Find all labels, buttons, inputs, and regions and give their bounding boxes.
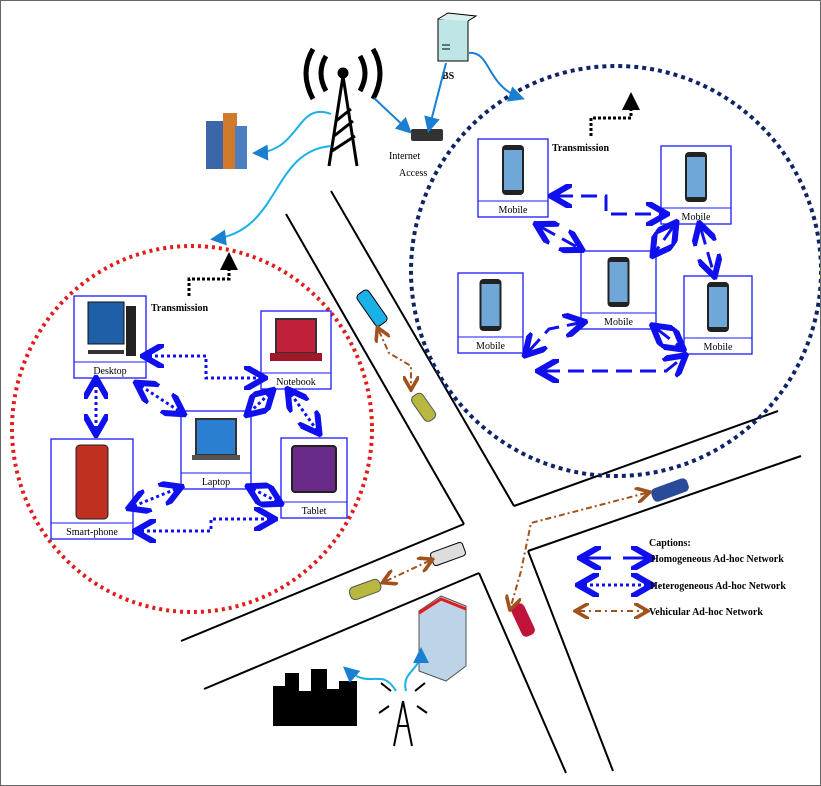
captions-legend: Captions: Homogeneous Ad-hoc Network Het…: [579, 538, 786, 618]
device-node: Mobile: [683, 275, 753, 355]
device-label: Laptop: [202, 477, 230, 488]
legend-vehicular: Vehicular Ad-hoc Network: [649, 607, 763, 618]
vehicular-links: [379, 331, 646, 606]
transmission-label-right: Transmission: [552, 143, 609, 154]
device-label: Mobile: [604, 317, 633, 328]
device-label: Mobile: [682, 212, 711, 223]
bus-icon: [356, 289, 388, 327]
transmission-arrow-left: [187, 252, 238, 296]
device-node: Mobile: [580, 250, 657, 330]
vehicles: [348, 289, 689, 637]
device-node: Mobile: [457, 272, 524, 354]
legend-heterogeneous: Heterogeneous Ad-hoc Network: [650, 581, 786, 592]
tablet-icon: [291, 445, 337, 493]
server-icon: [437, 12, 478, 62]
building-icon: [206, 113, 247, 169]
device-node: Smart-phone: [50, 438, 134, 540]
legend-homogeneous: Homogeneous Ad-hoc Network: [651, 554, 784, 565]
device-node: Desktop: [73, 295, 147, 379]
car-icon: [511, 603, 535, 637]
car-icon: [348, 578, 382, 601]
device-node: Mobile: [477, 138, 549, 218]
bs-label: BS: [442, 71, 455, 82]
homogeneous-links: [529, 196, 713, 371]
router-icon: [411, 129, 443, 141]
desktop-icon: [87, 301, 125, 345]
office-tower-icon: [418, 595, 467, 682]
device-label: Mobile: [499, 205, 528, 216]
tower-links: [342, 647, 429, 692]
backbone-links: [210, 51, 525, 246]
captions-title: Captions:: [649, 538, 691, 549]
device-label: Tablet: [302, 506, 327, 517]
device-label: Desktop: [93, 366, 126, 377]
transmission-arrow-right: [589, 92, 640, 136]
internet-access-label-line1: Internet: [389, 151, 420, 162]
heterogeneous-links: [96, 356, 316, 531]
small-tower-icon: [378, 682, 428, 747]
car-icon: [651, 478, 689, 502]
car-icon: [411, 392, 437, 422]
device-label: Mobile: [476, 341, 505, 352]
device-node: Mobile: [660, 145, 732, 225]
city-skyline-icon: [273, 669, 357, 726]
laptop-icon: [195, 418, 237, 456]
smartphone-icon: [75, 444, 109, 520]
heterogeneous-network-boundary: [10, 244, 374, 614]
device-node: Tablet: [280, 437, 348, 519]
notebook-icon: [275, 318, 317, 354]
device-label: Smart-phone: [66, 527, 118, 538]
transmission-label-left: Transmission: [151, 303, 208, 314]
device-label: Notebook: [276, 377, 315, 388]
device-node: Laptop: [180, 410, 252, 490]
homogeneous-network-boundary: [409, 64, 820, 478]
internet-access-label-line2: Access: [399, 168, 427, 179]
bus-icon: [429, 541, 467, 567]
device-node: Notebook: [260, 310, 332, 390]
device-label: Mobile: [704, 342, 733, 353]
cell-tower-icon: [303, 47, 383, 167]
